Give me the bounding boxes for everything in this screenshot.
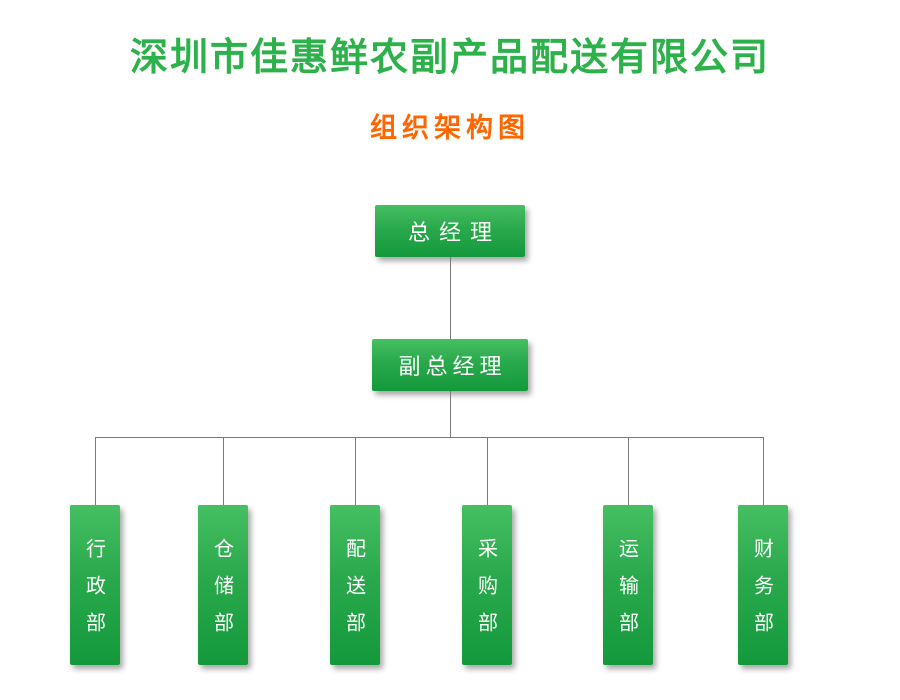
connector-drop-warehouse — [223, 437, 224, 505]
node-dept-procurement: 采购部 — [462, 505, 512, 665]
connector-drop-finance — [763, 437, 764, 505]
node-dept-distribution: 配送部 — [330, 505, 380, 665]
company-title: 深圳市佳惠鲜农副产品配送有限公司 — [129, 35, 770, 79]
node-deputy-general-manager: 副总经理 — [372, 339, 528, 391]
dept-distribution-label: 配送部 — [342, 538, 367, 649]
connector-drop-procurement — [487, 437, 488, 505]
chart-subtitle: 组织架构图 — [370, 113, 530, 144]
connector-drop-transport — [628, 437, 629, 505]
connector-drop-distribution — [355, 437, 356, 505]
general-manager-label: 总经理 — [407, 221, 501, 246]
dept-transport-label: 运输部 — [615, 538, 640, 649]
node-dept-warehouse: 仓储部 — [198, 505, 248, 665]
dept-finance-label: 财务部 — [750, 538, 775, 649]
node-dept-finance: 财务部 — [738, 505, 788, 665]
dept-warehouse-label: 仓储部 — [210, 538, 235, 649]
dept-procurement-label: 采购部 — [474, 538, 499, 649]
dept-administration-label: 行政部 — [82, 538, 107, 649]
node-general-manager: 总经理 — [375, 205, 525, 257]
connector-horizontal-bar — [95, 437, 764, 438]
connector-gm-to-deputy — [450, 257, 451, 339]
connector-drop-admin — [95, 437, 96, 505]
node-dept-administration: 行政部 — [70, 505, 120, 665]
node-dept-transport: 运输部 — [603, 505, 653, 665]
connector-deputy-to-bar — [450, 391, 451, 437]
deputy-general-manager-label: 副总经理 — [398, 355, 507, 380]
